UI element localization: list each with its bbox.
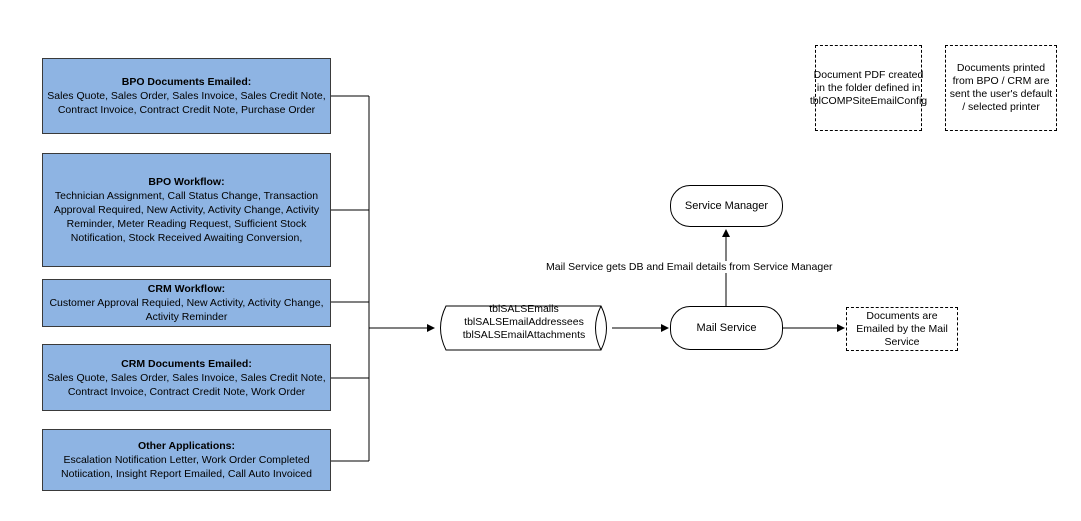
source-bpo-workflow: BPO Workflow: Technician Assignment, Cal… [42,153,331,267]
service-manager-label: Service Manager [684,200,769,212]
source-crm-workflow: CRM Workflow: Customer Approval Requied,… [42,279,331,327]
source-other-applications: Other Applications: Escalation Notificat… [42,429,331,491]
edge-label-service-manager: Mail Service gets DB and Email details f… [546,261,946,273]
source-title: CRM Workflow: [147,283,226,295]
service-manager-node: Service Manager [670,185,783,227]
source-body: Sales Quote, Sales Order, Sales Invoice,… [47,90,326,116]
source-title: CRM Documents Emailed: [121,357,252,370]
source-body: Technician Assignment, Call Status Chang… [53,190,320,244]
source-title: BPO Workflow: [148,176,225,188]
email-tables-cylinder [440,305,607,351]
source-title: BPO Documents Emailed: [121,76,252,88]
source-body: Sales Quote, Sales Order, Sales Invoice,… [47,371,326,398]
table-name: tblSALSEmailAddressees [464,316,584,328]
email-tables-label: tblSALSEmails tblSALSEmailAddressees tbl… [438,303,610,342]
source-body: Customer Approval Requied, New Activity,… [49,297,324,323]
note-pdf-text: Document PDF created in the folder defin… [809,68,928,107]
note-pdf-created: Document PDF created in the folder defin… [810,45,927,131]
mail-service-node: Mail Service [670,306,783,350]
source-crm-documents-emailed: CRM Documents Emailed: Sales Quote, Sale… [42,344,331,411]
source-title: Other Applications: [137,440,236,452]
source-bpo-documents-emailed: BPO Documents Emailed: Sales Quote, Sale… [42,58,331,134]
note-emailed-text: Documents are Emailed by the Mail Servic… [856,309,948,348]
table-name: tblSALSEmailAttachments [462,329,586,341]
note-printed-text: Documents printed from BPO / CRM are sen… [949,62,1053,113]
table-name: tblSALSEmails [489,303,559,315]
note-documents-printed: Documents printed from BPO / CRM are sen… [945,45,1057,131]
note-documents-emailed: Documents are Emailed by the Mail Servic… [846,307,958,351]
source-body: Escalation Notification Letter, Work Ord… [61,454,312,480]
mail-service-label: Mail Service [696,322,757,334]
